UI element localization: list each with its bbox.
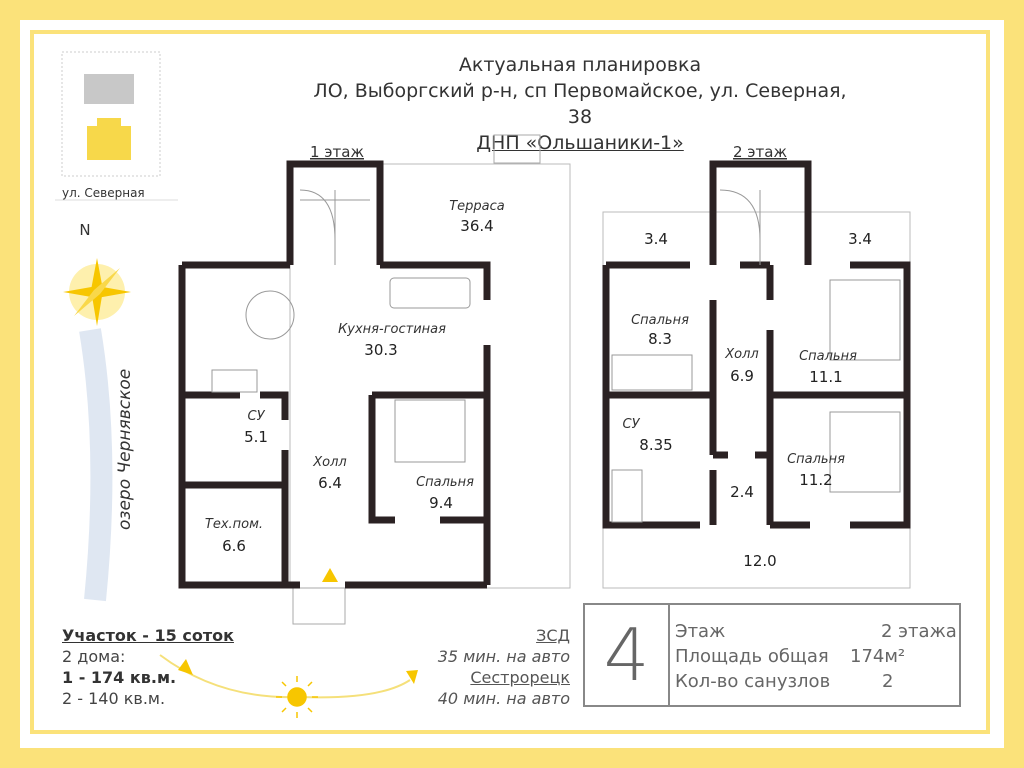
stairs-entry (292, 587, 346, 625)
plot-info: Участок - 15 соток 2 дома: 1 - 174 кв.м.… (62, 625, 234, 709)
plot-houses: 2 дома: (62, 647, 126, 666)
north-label: N (79, 221, 90, 239)
stairs-top (493, 134, 541, 164)
room-name: Холл (312, 455, 346, 470)
room-name: Кухня-гостиная (338, 322, 446, 337)
distance-place: Сестрорецк (470, 668, 570, 687)
room-area: 8.3 (648, 330, 672, 348)
lake-shape (79, 328, 113, 602)
distance-time: 40 мин. на авто (437, 689, 570, 708)
neighbour-house (84, 74, 134, 104)
room-area: 3.4 (848, 230, 872, 248)
lake-label: озеро Чернявское (115, 369, 135, 530)
spec-value: 2 (882, 671, 894, 692)
plot-house-1: 1 - 174 кв.м. (62, 668, 177, 687)
room-name: СУ (248, 409, 266, 424)
floor-2-plan: 2 этаж 3.4 3.4 Спальня 8.3 Холл 6.9 Спал… (602, 143, 911, 589)
title-settlement: ДНП «Ольшаники-1» (476, 132, 684, 154)
room-name: Тех.пом. (205, 517, 263, 532)
room-area: 8.35 (639, 436, 672, 454)
sun-path (159, 654, 418, 718)
street-label: ул. Северная (62, 186, 145, 200)
frame-border (30, 30, 990, 734)
room-area: 9.4 (429, 494, 453, 512)
plot-house-2: 2 - 140 кв.м. (62, 689, 166, 708)
plot-title: Участок - 15 соток (62, 626, 234, 645)
compass-icon (63, 258, 131, 326)
floor-1-plan: 1 этаж Терраса 36.4 Кухня-гостиная 30.3 … (178, 134, 571, 625)
room-name: Спальня (416, 475, 474, 490)
entrance-marker-icon (322, 568, 338, 582)
site-map: N озеро Чернявское (55, 51, 178, 602)
room-name: Холл (724, 347, 758, 362)
room-name: СУ (623, 417, 641, 432)
title-line-1: Актуальная планировка (458, 54, 702, 76)
room-name: Спальня (787, 452, 845, 467)
title-address: ЛО, Выборгский р-н, сп Первомайское, ул.… (313, 80, 847, 128)
distance-place: ЗСД (536, 626, 570, 645)
house-number: 4 (585, 605, 670, 705)
room-area: 36.4 (460, 217, 493, 235)
distances: ЗСД 35 мин. на авто Сестрорецк 40 мин. н… (380, 625, 570, 709)
room-area: 30.3 (364, 341, 397, 359)
terrace-outline (289, 163, 571, 589)
spec-label: Этаж (675, 621, 726, 642)
page-title: Актуальная планировка ЛО, Выборгский р-н… (300, 52, 860, 156)
room-area: 2.4 (730, 483, 754, 501)
room-name: Терраса (449, 199, 505, 214)
floor-1-label: 1 этаж (310, 143, 364, 161)
spec-label: Площадь общая (675, 646, 829, 667)
arrow-left-icon (178, 659, 193, 675)
spec-value: 2 этажа (881, 621, 957, 642)
room-area: 11.1 (809, 368, 842, 386)
spec-label: Кол-во санузлов (675, 671, 831, 692)
spec-value: 174м² (850, 646, 906, 667)
room-area: 6.4 (318, 474, 342, 492)
this-house (87, 118, 131, 160)
arrow-right-icon (406, 670, 418, 684)
room-area: 6.9 (730, 367, 754, 385)
sun-icon (276, 676, 318, 718)
floor-2-label: 2 этаж (733, 143, 787, 161)
room-area: 5.1 (244, 428, 268, 446)
specs-box: 4 Этаж 2 этажа Площадь общая 174м² Кол-в… (583, 603, 961, 707)
room-area: 6.6 (222, 537, 246, 555)
distance-time: 35 мин. на авто (437, 647, 570, 666)
room-area: 3.4 (644, 230, 668, 248)
room-area: 12.0 (743, 552, 776, 570)
room-area: 11.2 (799, 471, 832, 489)
room-name: Спальня (799, 349, 857, 364)
room-name: Спальня (631, 313, 689, 328)
